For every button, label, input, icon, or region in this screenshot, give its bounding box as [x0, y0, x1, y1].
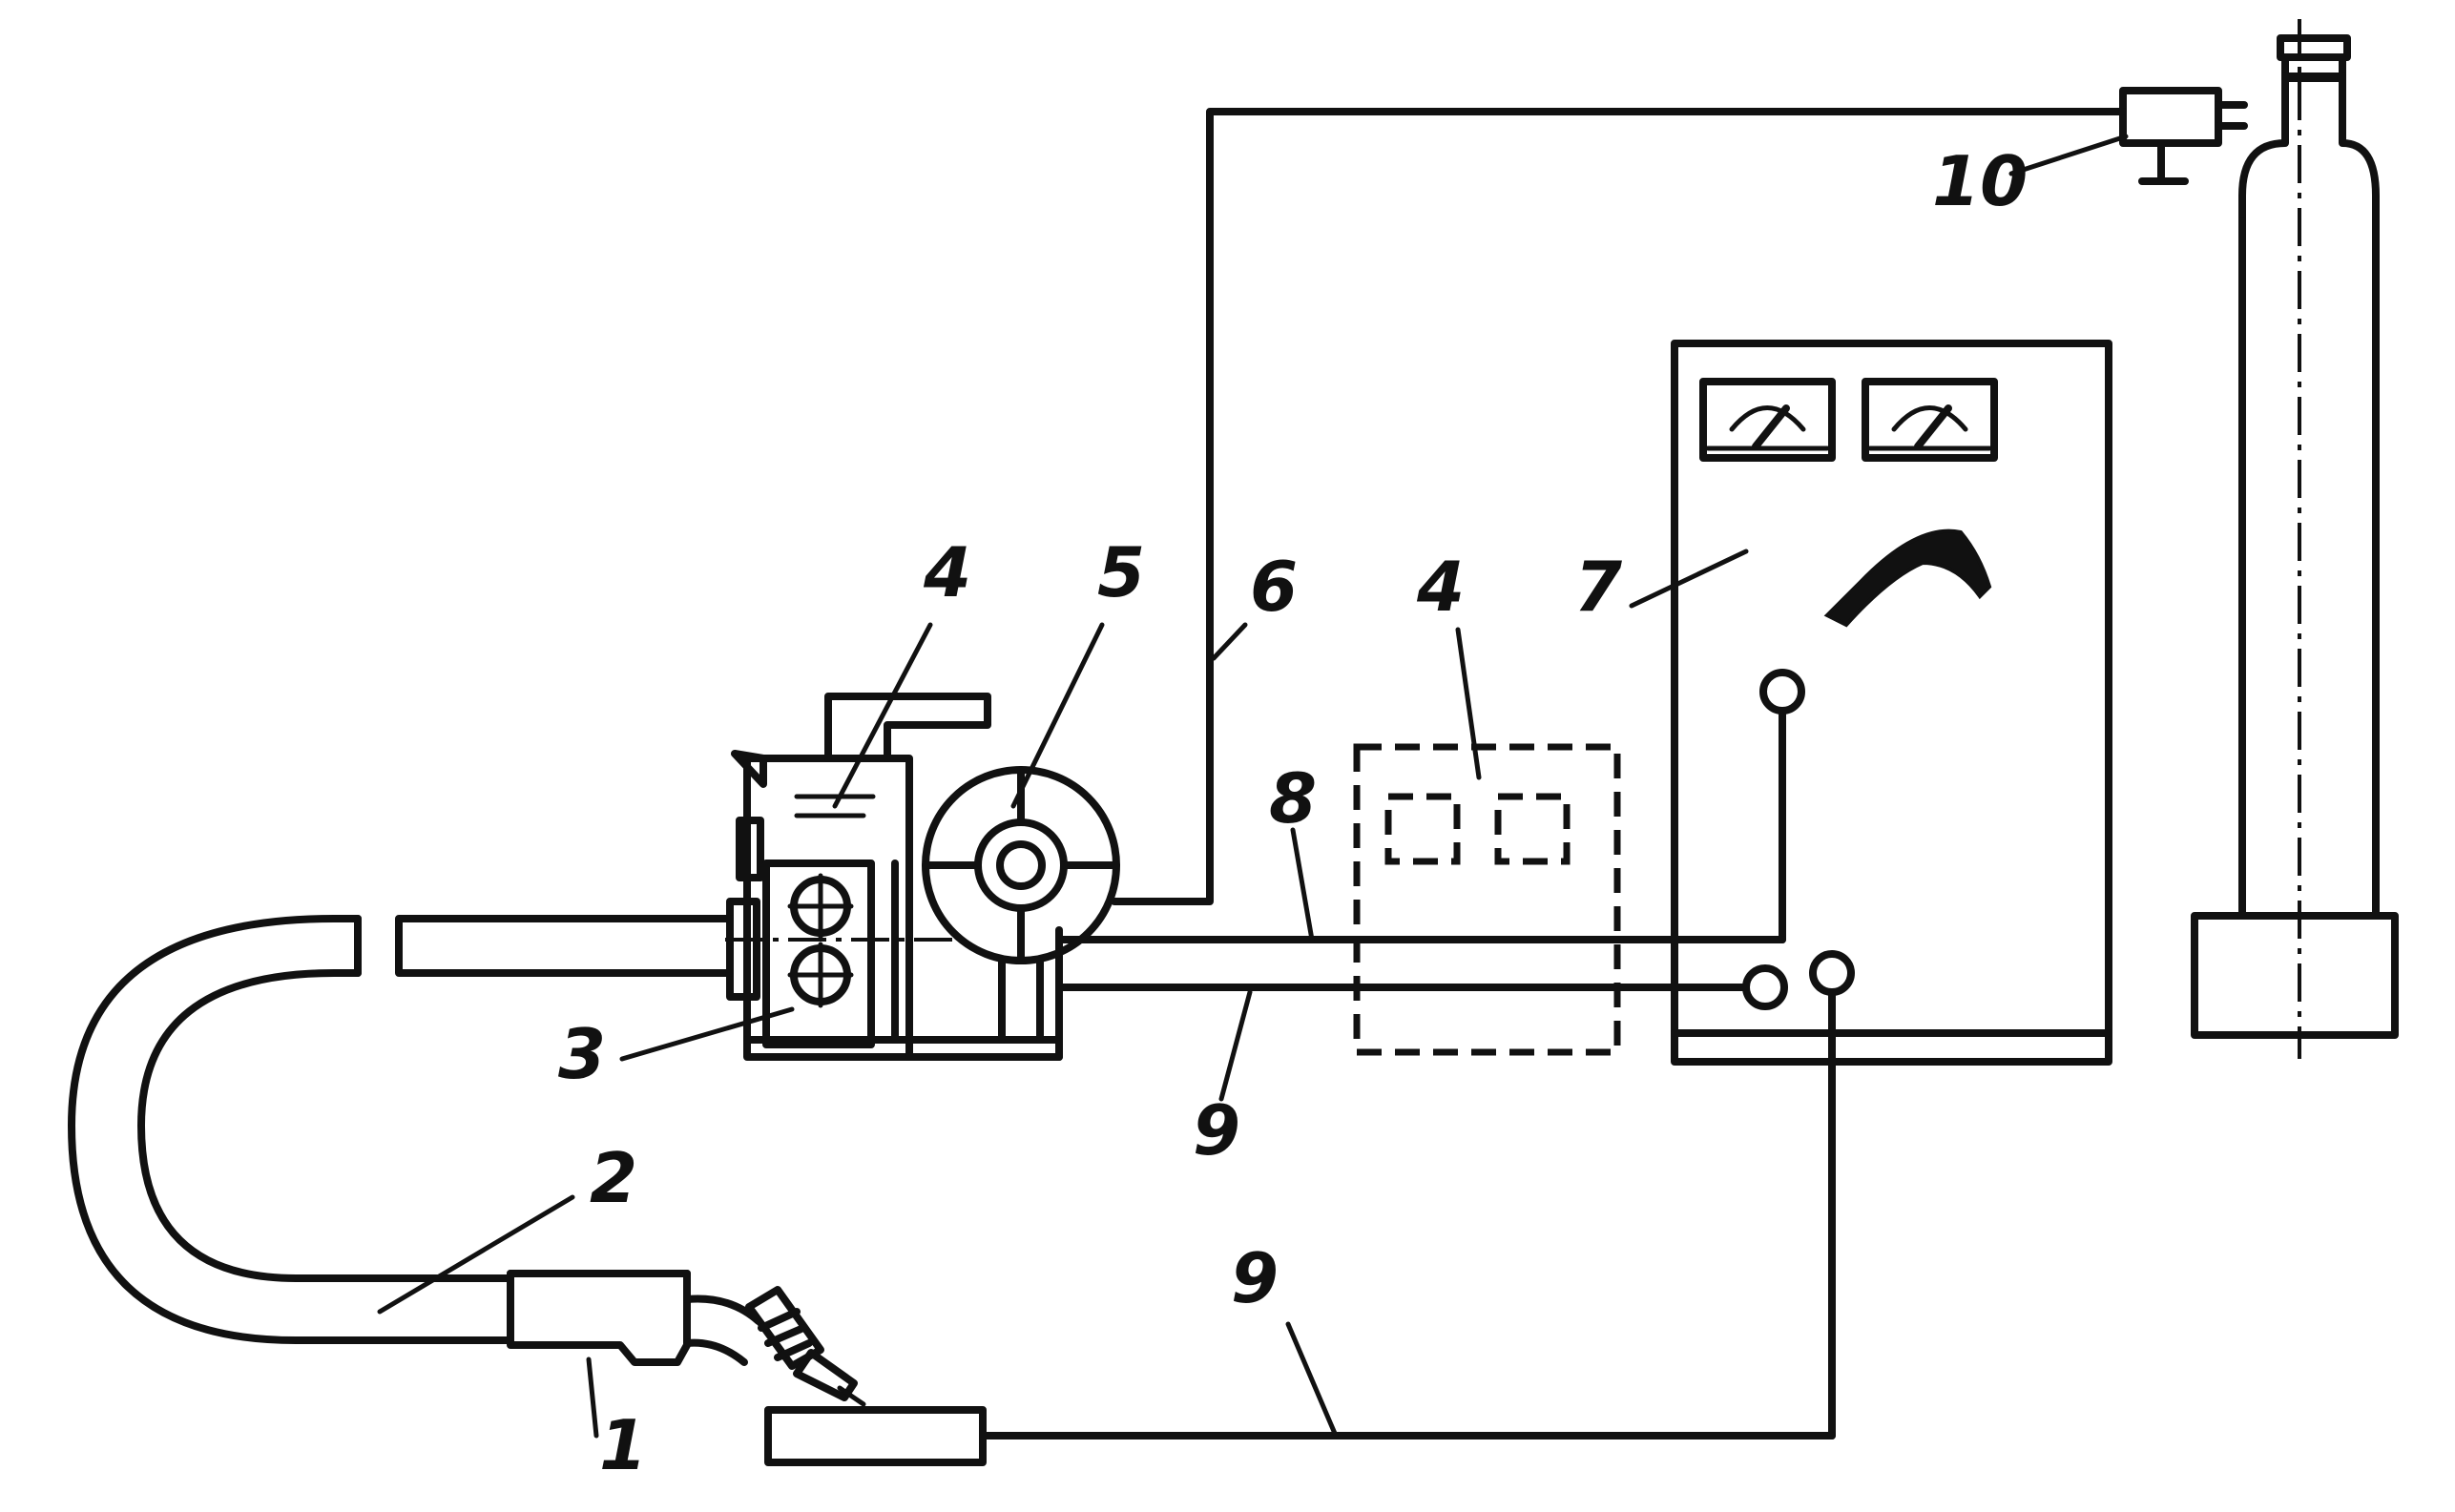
- label-feed-mechanism: 3: [558, 1014, 606, 1094]
- label-power-source: 7: [1574, 547, 1622, 627]
- gas-hose: [1111, 108, 2127, 905]
- power-source: [1671, 340, 2112, 1440]
- leader-lines: [377, 134, 2129, 1439]
- wire-feeder: [725, 693, 1120, 1061]
- workpiece: [764, 1406, 987, 1466]
- output-terminal-2: [1809, 950, 1855, 996]
- control-terminal: [1759, 669, 1805, 715]
- torch-hose: [68, 915, 734, 1344]
- label-gas-reducer: 10: [1932, 141, 2028, 221]
- gas-cylinder: [2191, 19, 2399, 1059]
- label-feeder-cabinet: 4: [923, 532, 971, 612]
- label-gas-hose: 6: [1250, 547, 1298, 627]
- label-torch: 1: [599, 1405, 647, 1485]
- regulator-knob: [1823, 528, 1992, 628]
- welding-torch: [507, 1270, 866, 1407]
- wire-spool-hub: [974, 818, 1068, 912]
- label-control-box: 4: [1416, 547, 1465, 627]
- gas-reducer: [2119, 87, 2248, 185]
- control-box: [1353, 743, 1621, 1056]
- label-wire-spool: 5: [1097, 532, 1145, 612]
- label-control-cable: 8: [1269, 758, 1317, 839]
- output-terminal-1: [1742, 964, 1788, 1010]
- ammeter: [1862, 378, 1998, 462]
- voltmeter: [1699, 378, 1836, 462]
- label-power-cable-bottom: 9: [1231, 1238, 1279, 1318]
- label-hose: 2: [590, 1138, 637, 1218]
- label-power-cable-top: 9: [1193, 1090, 1240, 1170]
